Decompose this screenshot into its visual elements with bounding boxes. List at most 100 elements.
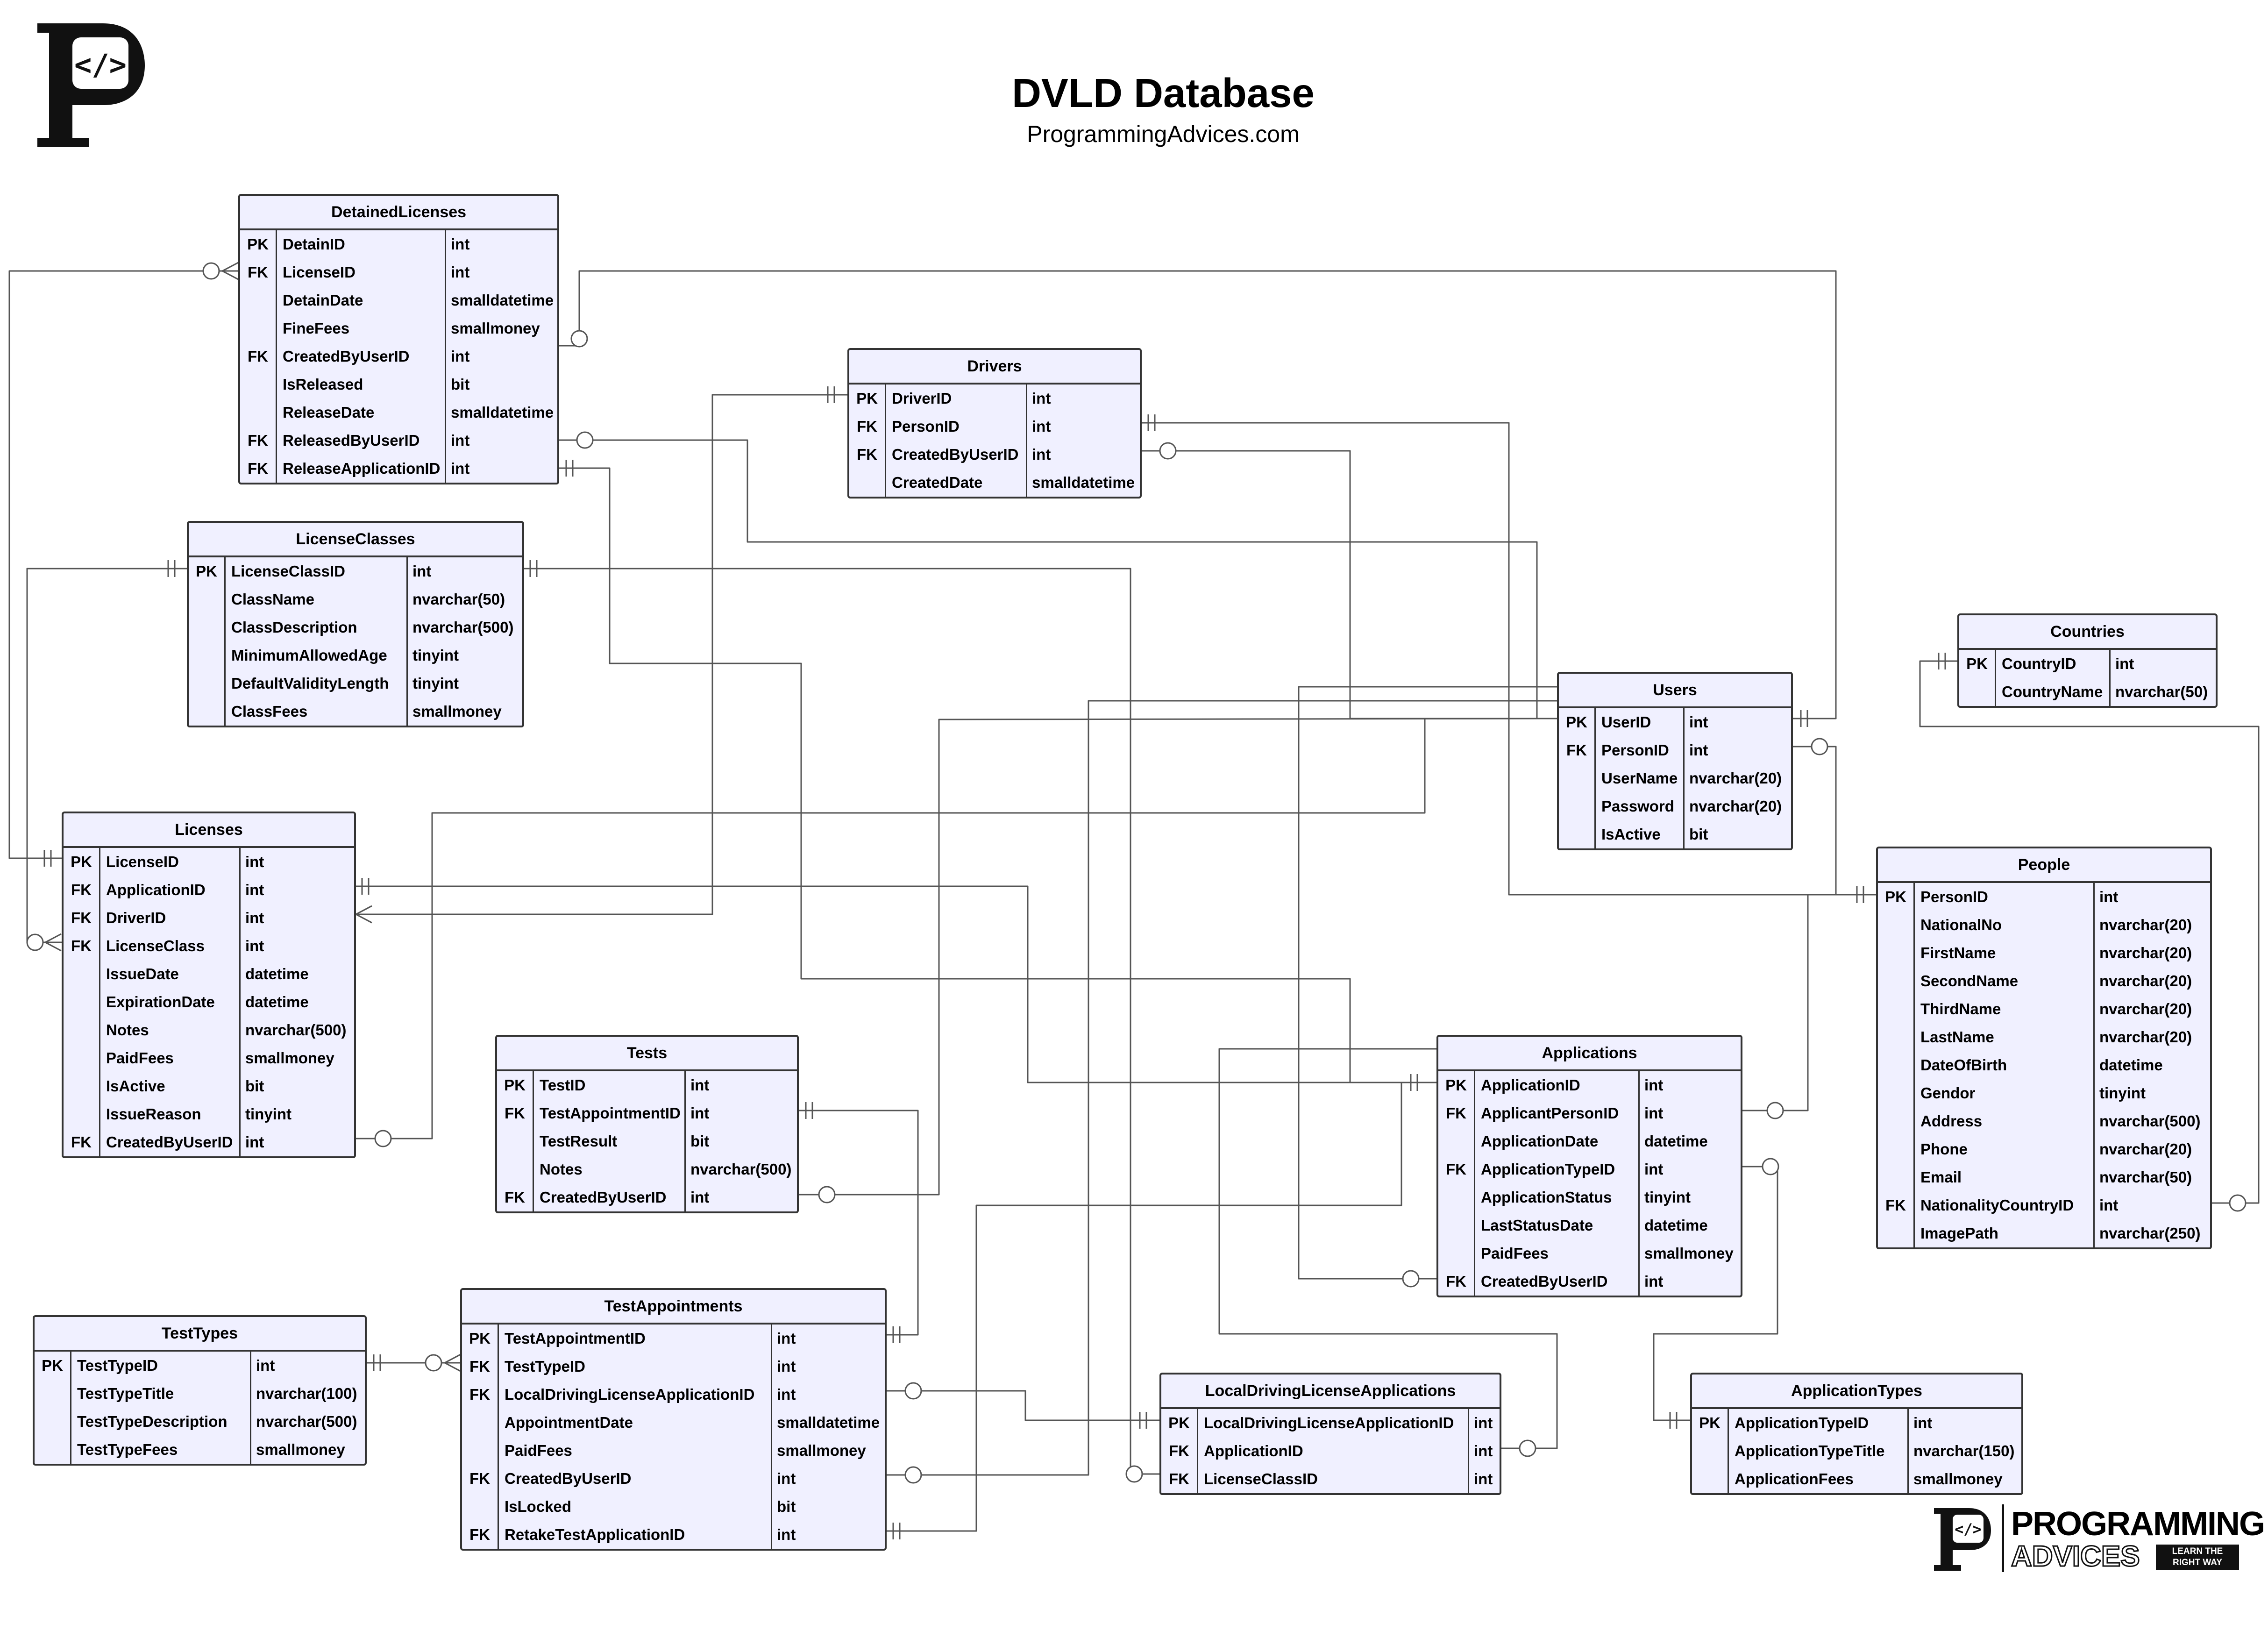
relationship-line bbox=[559, 467, 1436, 1083]
field-name: ClassFees bbox=[226, 698, 408, 726]
field-type: nvarchar(20) bbox=[2099, 1028, 2192, 1046]
field-key bbox=[1878, 939, 1915, 967]
optional-marker bbox=[570, 330, 588, 348]
field-name: Password bbox=[1596, 792, 1685, 820]
field-name: Gendor bbox=[1915, 1079, 2095, 1107]
field-type: nvarchar(20) bbox=[2099, 944, 2192, 961]
optional-marker bbox=[904, 1382, 922, 1400]
field-name: IsActive bbox=[100, 1072, 241, 1100]
field-name: DetainDate bbox=[277, 286, 446, 314]
field-name: SecondName bbox=[1915, 967, 2095, 995]
field-name: CreatedByUserID bbox=[886, 441, 1027, 469]
field-key: FK bbox=[497, 1183, 534, 1211]
field-name: ReleaseDate bbox=[277, 399, 446, 427]
field-key bbox=[240, 370, 277, 399]
diagram-title: DVLD Database bbox=[1012, 71, 1315, 116]
field-type: datetime bbox=[1644, 1132, 1708, 1150]
optional-marker bbox=[1811, 738, 1828, 755]
field-type: datetime bbox=[2099, 1056, 2163, 1074]
field-key: FK bbox=[1161, 1465, 1198, 1493]
relationship-line bbox=[356, 885, 1436, 1083]
diagram-title-block: DVLD Database ProgrammingAdvices.com bbox=[0, 70, 2268, 149]
field-key bbox=[189, 669, 226, 698]
field-type: int bbox=[451, 235, 470, 253]
relationship-line bbox=[887, 1082, 1402, 1532]
field-key bbox=[462, 1409, 499, 1437]
field-name: RetakeTestApplicationID bbox=[499, 1521, 772, 1549]
field-key bbox=[189, 698, 226, 726]
field-name: ApplicationTypeID bbox=[1729, 1409, 1909, 1437]
entity-title: TestAppointments bbox=[462, 1290, 885, 1325]
field-type: bit bbox=[690, 1132, 710, 1150]
field-type: int bbox=[451, 432, 470, 449]
field-key bbox=[1878, 911, 1915, 939]
field-key bbox=[1559, 764, 1596, 792]
field-type: int bbox=[451, 348, 470, 365]
field-type: smalldatetime bbox=[777, 1414, 880, 1431]
entity-title: TestTypes bbox=[35, 1317, 365, 1352]
field-type: smallmoney bbox=[777, 1442, 866, 1459]
field-name: CountryName bbox=[1996, 678, 2111, 706]
field-name: LicenseClassID bbox=[1198, 1465, 1469, 1493]
field-name: LastName bbox=[1915, 1023, 2095, 1051]
svg-text:</>: </> bbox=[74, 48, 127, 82]
optional-marker bbox=[202, 262, 220, 280]
field-key bbox=[1878, 1163, 1915, 1191]
field-key: PK bbox=[1559, 708, 1596, 736]
entity-title: LocalDrivingLicenseApplications bbox=[1161, 1374, 1500, 1409]
optional-marker bbox=[2229, 1194, 2247, 1212]
relationship-line bbox=[1218, 1048, 1558, 1449]
field-type: int bbox=[1474, 1414, 1493, 1431]
brand-divider bbox=[2002, 1504, 2004, 1572]
field-key: FK bbox=[462, 1465, 499, 1493]
field-type: int bbox=[256, 1357, 275, 1374]
relationship-line bbox=[1298, 686, 1557, 1280]
field-key: FK bbox=[64, 932, 100, 960]
optional-marker bbox=[576, 431, 594, 449]
field-key bbox=[35, 1408, 71, 1436]
field-key bbox=[64, 988, 100, 1016]
field-name: DefaultValidityLength bbox=[226, 669, 408, 698]
field-name: ApplicationStatus bbox=[1475, 1183, 1640, 1211]
field-name: ReleaseApplicationID bbox=[277, 455, 446, 483]
field-key bbox=[497, 1127, 534, 1155]
relationship-line bbox=[799, 718, 1557, 1196]
field-key bbox=[64, 1044, 100, 1072]
field-type: int bbox=[245, 881, 264, 898]
field-name: IsReleased bbox=[277, 370, 446, 399]
field-key: PK bbox=[35, 1352, 71, 1380]
